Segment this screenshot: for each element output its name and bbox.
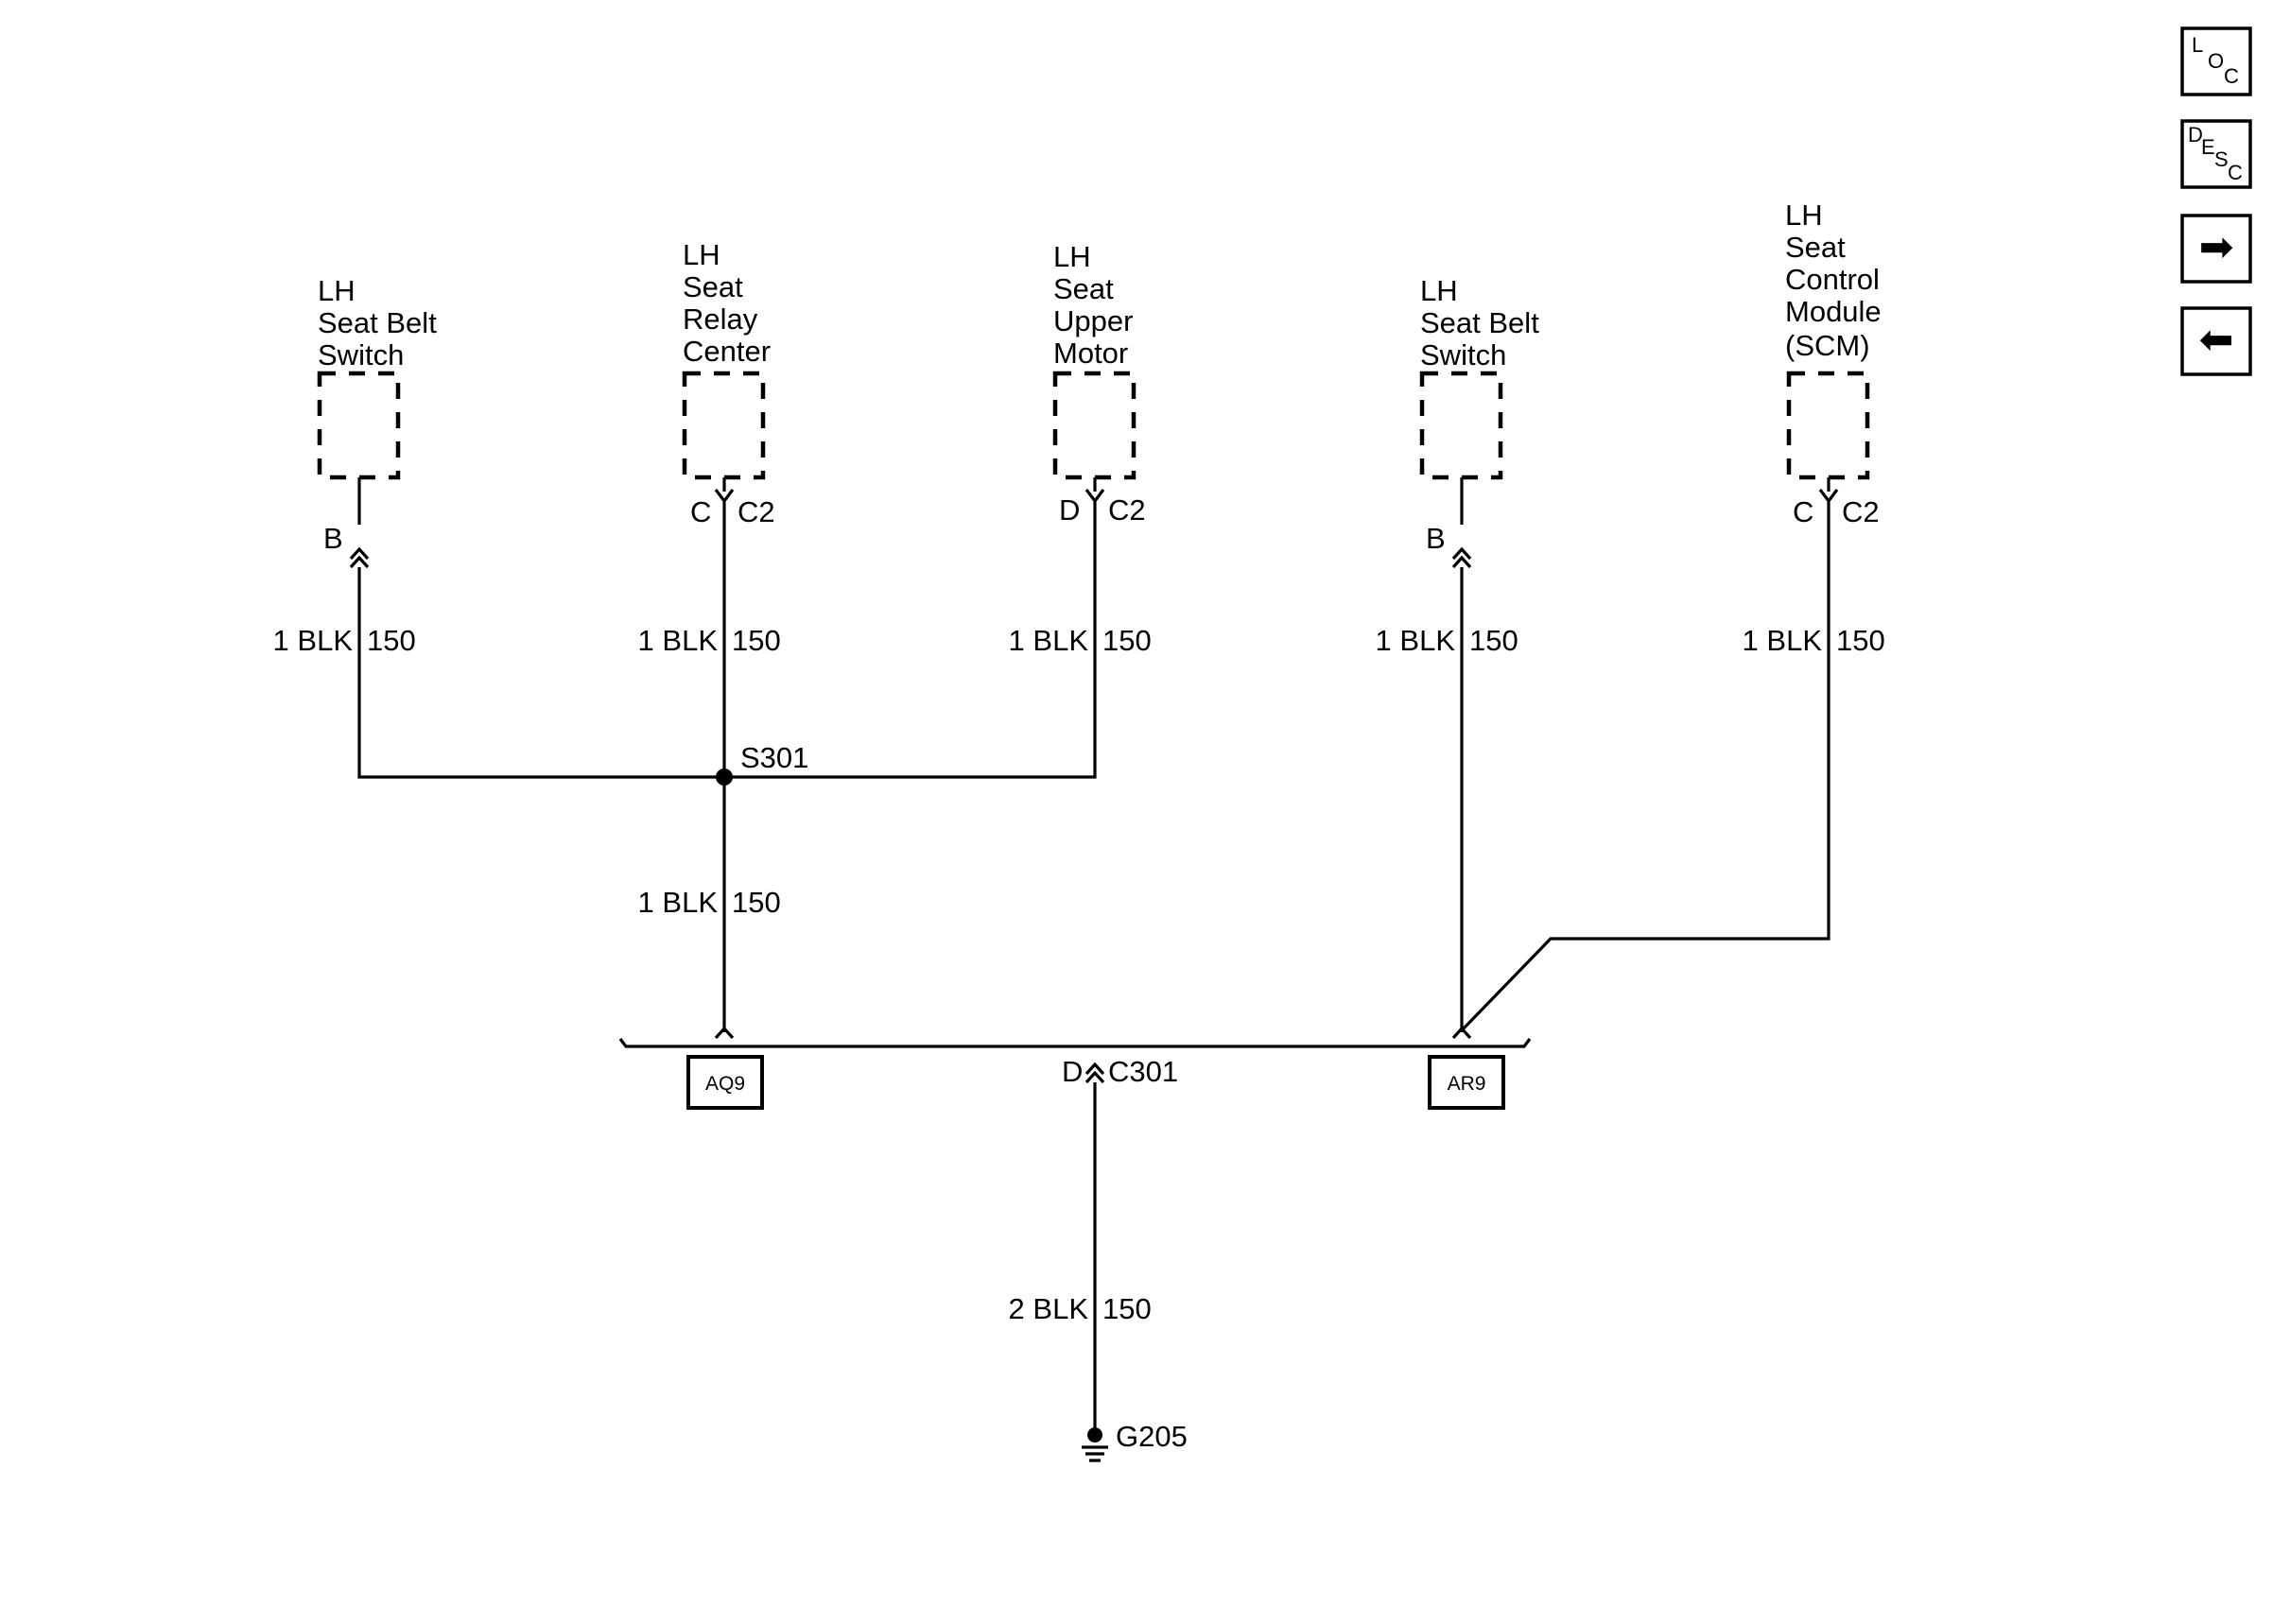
connector-label-c5: C2	[1842, 495, 1880, 528]
wire-c1	[357, 501, 1097, 779]
pin-label-c5: C	[1793, 495, 1813, 528]
connector-label-c301: C301	[1108, 1055, 1178, 1088]
wire-circuit-ground: 150	[1102, 1292, 1152, 1325]
wire-circuit-splice-out: 150	[732, 886, 781, 919]
ground-label-g205: G205	[1116, 1420, 1188, 1453]
option-box-aq9	[686, 1055, 764, 1110]
component-box-lh-seat-control-module	[1786, 371, 1870, 480]
option-box-ar9	[1428, 1055, 1505, 1110]
connector-arrow-ar9	[1451, 1026, 1472, 1040]
arrow-right-icon: ➡	[2199, 224, 2234, 270]
component-label-lh-seat-belt-switch: LH Seat Belt Switch	[318, 274, 444, 371]
inline-connector-b-c4	[1451, 546, 1472, 569]
component-label-lh-seat-upper-motor: LH Seat Upper Motor	[1053, 240, 1141, 370]
wire-label-splice-out: 1 BLK	[638, 886, 719, 919]
component-label-lh-seat-belt-switch-2: LH Seat Belt Switch	[1420, 274, 1547, 371]
wire-label-ground: 2 BLK	[1009, 1292, 1089, 1325]
wire-circuit-c5: 150	[1836, 624, 1885, 657]
component-label-lh-seat-relay-center: LH Seat Relay Center	[683, 238, 771, 368]
connector-bar-c301	[618, 1038, 1532, 1048]
next-button[interactable]: ➡	[2180, 214, 2252, 284]
wire-label-c5: 1 BLK	[1743, 624, 1823, 657]
back-button[interactable]: ⬅	[2180, 306, 2252, 376]
wire-circuit-c4: 150	[1469, 624, 1518, 657]
wire-label-c4: 1 BLK	[1376, 624, 1456, 657]
wire-c5	[1460, 501, 1831, 1032]
component-box-lh-seat-belt-switch	[317, 371, 401, 480]
splice-dot-s301	[716, 769, 733, 786]
ground-icon	[1082, 1427, 1108, 1462]
desc-button-label: D E S C	[2188, 123, 2243, 184]
wire-label-c2: 1 BLK	[638, 624, 719, 657]
pin-label-c2: C	[690, 495, 711, 528]
wire-circuit-c3: 150	[1102, 624, 1152, 657]
pin-label-c3: D	[1059, 493, 1080, 527]
pin-label-c1: B	[323, 522, 343, 555]
option-label-aq9: AQ9	[705, 1073, 745, 1095]
wire-label-c3: 1 BLK	[1009, 624, 1089, 657]
component-label-lh-seat-control-module: LH Seat Control Module (SCM)	[1785, 199, 1889, 362]
inline-connector-c301	[1084, 1062, 1105, 1084]
pin-label-c301: D	[1062, 1055, 1083, 1088]
loc-button[interactable]: L O C	[2180, 26, 2252, 96]
component-box-lh-seat-relay-center	[682, 371, 766, 480]
pin-label-c4: B	[1426, 522, 1446, 555]
component-box-lh-seat-upper-motor	[1052, 371, 1136, 480]
option-label-ar9: AR9	[1448, 1073, 1486, 1095]
arrow-left-icon: ⬅	[2199, 317, 2234, 363]
inline-connector-b-c1	[349, 546, 370, 569]
connector-label-c2: C2	[737, 495, 775, 528]
splice-label-s301: S301	[740, 741, 808, 774]
wire-circuit-c2: 150	[732, 624, 781, 657]
wire-label-c1: 1 BLK	[273, 624, 354, 657]
connector-label-c3: C2	[1108, 493, 1146, 527]
loc-button-label: L O C	[2192, 33, 2239, 88]
wire-circuit-c1: 150	[367, 624, 416, 657]
connector-arrow-aq9	[714, 1026, 735, 1040]
component-box-lh-seat-belt-switch-2	[1419, 371, 1503, 480]
desc-button[interactable]: D E S C	[2180, 119, 2252, 189]
